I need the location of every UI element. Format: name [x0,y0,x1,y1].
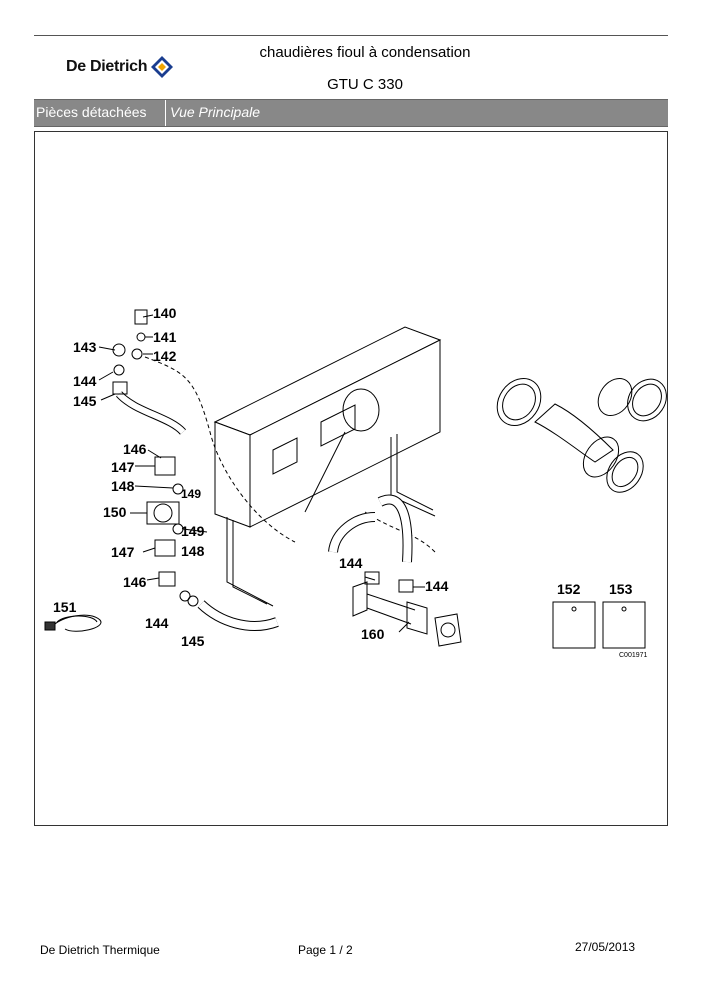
callout-152: 152 [557,581,581,597]
callout-148-top: 148 [111,478,135,494]
callout-145-top: 145 [73,393,97,409]
brand-name: De Dietrich [66,58,148,75]
exploded-view-drawing: 140 141 142 143 144 145 146 147 148 149 … [44,305,667,659]
callout-149-bottom: 149 [181,523,205,539]
callout-146-bottom: 146 [123,574,147,590]
header-rule [34,35,668,36]
callout-150: 150 [103,504,127,520]
callout-144-right-b: 144 [425,578,449,594]
callout-141: 141 [153,329,177,345]
callout-147-top: 147 [111,459,135,475]
callout-151: 151 [53,599,77,615]
document-title: chaudières fioul à condensation [259,44,471,61]
label-cards [552,601,646,649]
callout-153: 153 [609,581,633,597]
callout-147-bottom: 147 [111,544,135,560]
callout-144-right-a: 144 [339,555,363,571]
drawing-reference-code: C001971 [619,652,648,659]
model-name: GTU C 330 [327,76,403,93]
view-label: Vue Principale [170,104,261,120]
callout-144-bottom: 144 [145,615,169,631]
callout-148-bottom: 148 [181,543,205,559]
drawing-frame: 140 141 142 143 144 145 146 147 148 149 … [34,131,668,826]
footer-company: De Dietrich Thermique [40,943,160,957]
callout-144-top: 144 [73,373,97,389]
section-label: Pièces détachées [34,100,166,126]
brand-logo: De Dietrich [66,55,174,79]
callout-160: 160 [361,626,385,642]
section-bar: Pièces détachées Vue Principale [34,99,668,127]
callout-149-top: 149 [181,487,201,501]
callout-145-bottom: 145 [181,633,205,649]
callout-142: 142 [153,348,177,364]
footer-page-number: Page 1 / 2 [298,943,353,957]
callout-146-top: 146 [123,441,147,457]
callout-140: 140 [153,305,177,321]
diamond-logo-icon [151,56,174,78]
footer-date: 27/05/2013 [575,940,636,954]
callout-143: 143 [73,339,97,355]
